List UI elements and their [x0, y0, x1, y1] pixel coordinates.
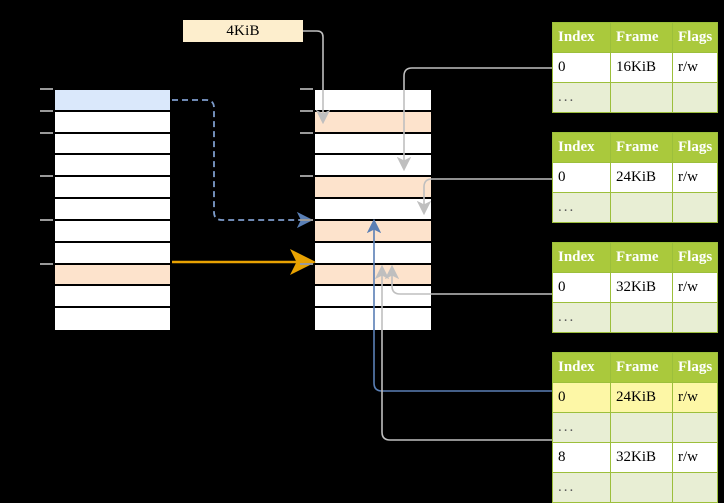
connector-overlay: [172, 30, 552, 441]
scale-tick: [40, 88, 53, 90]
table-cell-ellipsis: [610, 192, 673, 223]
memory-cell: [315, 133, 431, 156]
table-cell: 0: [552, 272, 611, 303]
table-cell-ellipsis: [671, 412, 719, 443]
table-cell-ellipsis: [671, 302, 719, 333]
column-header: Flags: [671, 132, 719, 163]
table-cell: r/w: [671, 442, 719, 473]
memory-cell: [315, 111, 431, 134]
memory-cell: [55, 111, 170, 134]
wire-l3-to-frame: [416, 178, 552, 216]
column-header: Frame: [610, 242, 673, 273]
memory-cell: [55, 242, 170, 265]
table-cell: 32KiB: [610, 442, 673, 473]
column-header: Index: [552, 242, 611, 273]
memory-cell: [315, 90, 431, 112]
table-row[interactable]: ...: [552, 412, 719, 443]
table-cell: 0: [552, 382, 611, 413]
table-row[interactable]: ...: [552, 302, 719, 333]
memory-cell: [55, 286, 170, 309]
table-cell: r/w: [671, 272, 719, 303]
wire-l2-to-frame: [384, 264, 552, 295]
memory-cell: [55, 308, 170, 330]
scale-tick: [40, 175, 53, 178]
memory-cell: [315, 264, 431, 287]
column-header: Frame: [610, 132, 673, 163]
scale-tick: [40, 218, 53, 221]
page-size-label: 4KiB: [183, 20, 303, 42]
scale-tick: [300, 88, 313, 90]
column-header: Index: [552, 352, 611, 383]
table-row[interactable]: ...: [552, 82, 719, 113]
memory-cell: [55, 177, 170, 200]
table-cell-ellipsis: ...: [552, 412, 611, 443]
scale-tick: [300, 218, 313, 221]
memory-cell: [55, 264, 170, 287]
scale-tick: [40, 109, 53, 112]
memory-cell: [315, 308, 431, 330]
scale-tick: [300, 131, 313, 134]
table-cell-ellipsis: [610, 412, 673, 443]
table-cell: 32KiB: [610, 272, 673, 303]
scale-tick: [300, 262, 313, 265]
table-cell: 24KiB: [610, 162, 673, 193]
wire-virtual-page-to-frame: [172, 99, 314, 229]
scale-tick: [40, 262, 53, 265]
memory-cell: [55, 220, 170, 243]
table-cell-ellipsis: [671, 82, 719, 113]
memory-cell: [315, 242, 431, 265]
memory-cell: [55, 133, 170, 156]
table-cell-ellipsis: [610, 302, 673, 333]
scale-tick: [300, 175, 313, 178]
table-cell-ellipsis: ...: [552, 192, 611, 223]
table-cell: 8: [552, 442, 611, 473]
wire-l4-to-frame: [396, 67, 552, 172]
physical-address-space-column: [313, 88, 433, 330]
column-header: Flags: [671, 242, 719, 273]
wire-l1-row8-to-frame: [374, 264, 552, 441]
table-cell: r/w: [671, 162, 719, 193]
table-cell-ellipsis: ...: [552, 82, 611, 113]
table-cell-ellipsis: ...: [552, 302, 611, 333]
scale-tick: [40, 131, 53, 134]
table-cell-ellipsis: [610, 82, 673, 113]
memory-cell: [55, 90, 170, 112]
wire-pagesize-to-frame: [303, 30, 331, 125]
column-header: Flags: [671, 352, 719, 383]
memory-cell: [315, 177, 431, 200]
table-row[interactable]: ...: [552, 192, 719, 223]
column-header: Index: [552, 132, 611, 163]
memory-cell: [315, 286, 431, 309]
memory-cell: [55, 155, 170, 178]
table-cell: 0: [552, 162, 611, 193]
column-header: Index: [552, 22, 611, 53]
virtual-address-space-column: [53, 88, 172, 330]
wire-l1-row0-to-frame: [366, 218, 552, 392]
column-header: Flags: [671, 22, 719, 53]
scale-tick: [300, 109, 313, 112]
memory-cell: [55, 199, 170, 221]
table-cell-ellipsis: [671, 192, 719, 223]
